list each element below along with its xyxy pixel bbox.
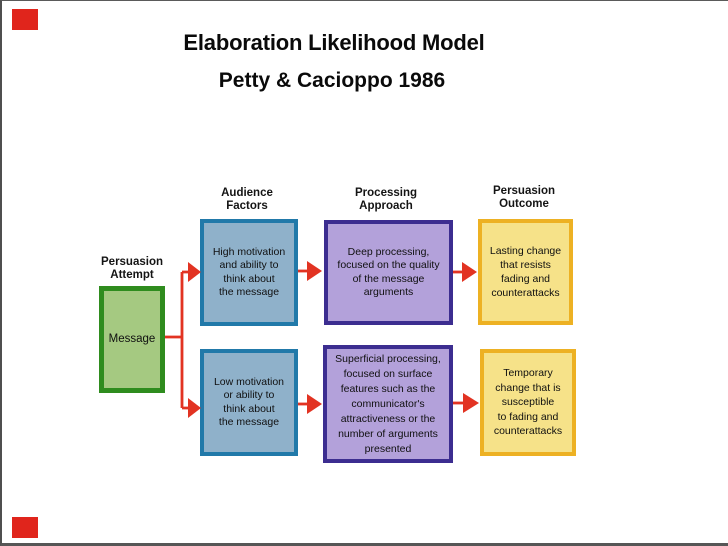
arrowhead-to-superficial-box [307, 394, 322, 414]
column-header-processing-approach: Processing Approach [355, 187, 417, 212]
slide-subtitle: Petty & Cacioppo 1986 [218, 69, 446, 92]
arrowhead-to-lasting-box [462, 262, 477, 282]
message-box: Message [99, 286, 165, 393]
persuasion-attempt-label: Persuasion Attempt [101, 256, 163, 281]
box-low-motivation: Low motivation or ability to think about… [200, 349, 298, 456]
column-header-audience-factors: Audience Factors [221, 187, 273, 212]
red-corner-mark-top [12, 9, 38, 30]
arrow-line-message-split [165, 270, 189, 410]
box-lasting-change: Lasting change that resists fading and c… [478, 219, 573, 325]
box-high-motivation: High motivation and ability to think abo… [200, 219, 298, 326]
arrowhead-to-deep-box [307, 261, 322, 281]
box-temporary-change: Temporary change that is susceptible to … [480, 349, 576, 456]
red-corner-mark-bottom [12, 517, 38, 538]
slide-title: Elaboration Likelihood Model [183, 30, 485, 55]
box-deep-processing: Deep processing, focused on the quality … [324, 220, 453, 325]
box-superficial-processing: Superficial processing, focused on surfa… [323, 345, 453, 463]
arrowhead-to-temporary-box [463, 393, 479, 413]
column-header-persuasion-outcome: Persuasion Outcome [493, 185, 555, 210]
